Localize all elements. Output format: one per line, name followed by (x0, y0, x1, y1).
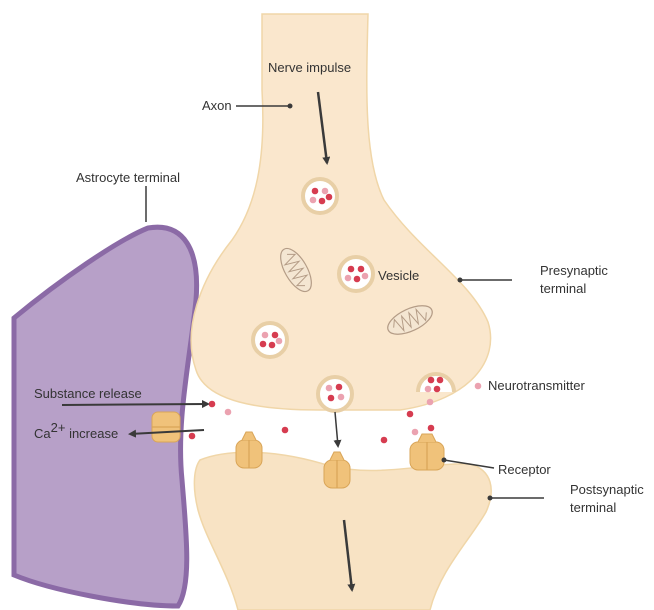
vesicle-1 (303, 179, 337, 213)
label-postsynaptic: Postsynaptic (570, 482, 644, 497)
label-postsynaptic-terminal: terminal (570, 500, 616, 515)
label-axon: Axon (202, 98, 232, 113)
label-vesicle: Vesicle (378, 268, 419, 283)
astrocyte-channel (152, 412, 180, 442)
receptor-3 (410, 434, 444, 470)
vesicle-3 (253, 323, 287, 357)
vesicle-2 (339, 257, 373, 291)
label-neurotransmitter: Neurotransmitter (488, 378, 585, 393)
vesicle-fusing-center (318, 377, 352, 411)
label-nerve-impulse: Nerve impulse (268, 60, 351, 75)
label-presynaptic: Presynaptic (540, 263, 608, 278)
label-astrocyte-terminal: Astrocyte terminal (76, 170, 180, 185)
receptor-2 (324, 452, 350, 488)
vesicle-fusing-right (418, 374, 454, 392)
release-arrow (335, 412, 338, 446)
substance-release-arrow (62, 404, 208, 405)
neurotransmitter-legend-dot (475, 383, 482, 390)
label-receptor: Receptor (498, 462, 551, 477)
label-presynaptic-terminal: terminal (540, 281, 586, 296)
label-substance-release: Substance release (34, 386, 142, 401)
receptor-1 (236, 432, 262, 468)
